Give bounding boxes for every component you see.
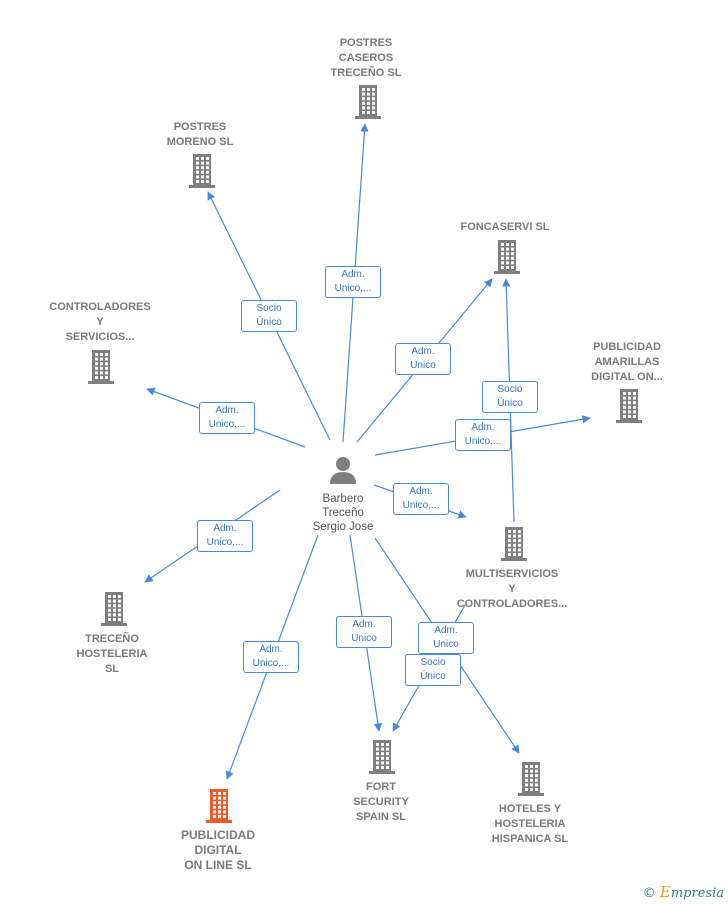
edge-label-center-to-publicidad-amarillas[interactable]: Adm. Unico,... [455,419,511,451]
brand-footer: © Empresia [643,883,724,901]
edge-label-center-to-fort-security[interactable]: Adm. Unico [336,616,392,648]
building-icon-controladores-servicios[interactable] [88,350,114,384]
building-icon-publicidad-digital[interactable] [206,789,232,823]
node-label-foncaservi[interactable]: FONCASERVI SL [460,221,550,233]
edge-label-multiservicios-to-foncaservi[interactable]: Socio Único [482,381,538,413]
edge-label-center-to-controladores-servicios[interactable]: Adm. Unico,... [199,402,255,434]
edge-label-center-to-publicidad-digital[interactable]: Adm. Unico,... [243,641,299,673]
node-label-publicidad-amarillas[interactable]: PUBLICIDAD AMARILLAS DIGITAL ON... [591,341,663,383]
icons-layer [88,85,642,823]
brand-initial: E [659,883,671,901]
building-icon-hoteles-hosteleria[interactable] [518,762,544,796]
edge-label-center-to-postres-caseros[interactable]: Adm. Unico,... [325,266,381,298]
edge-label-center-to-treceno-hosteleria[interactable]: Adm. Unico,... [197,520,253,552]
edge-label-center-to-multiservicios[interactable]: Adm. Unico,... [393,483,449,515]
edge-label-multiservicios-to-fort-security[interactable]: Socio Único [405,654,461,686]
building-icon-treceno-hosteleria[interactable] [101,592,127,626]
node-label-controladores-servicios[interactable]: CONTROLADORES Y SERVICIOS... [49,301,151,343]
building-icon-multiservicios[interactable] [501,527,527,561]
edge-label-center-to-postres-moreno[interactable]: Socio Único [241,300,297,332]
person-label[interactable]: Barbero Treceño Sergio Jose [312,493,374,533]
node-label-hoteles-hosteleria[interactable]: HOTELES Y HOSTELERIA HISPANICA SL [491,803,569,845]
edge-label-center-to-hoteles-hosteleria[interactable]: Adm. Unico [418,622,474,654]
building-icon-foncaservi[interactable] [494,240,520,274]
node-label-publicidad-digital[interactable]: PUBLICIDAD DIGITAL ON LINE SL [181,828,255,872]
building-icon-postres-caseros[interactable] [355,85,381,119]
node-label-postres-moreno[interactable]: POSTRES MORENO SL [166,121,234,148]
node-label-postres-caseros[interactable]: POSTRES CASEROS TRECEÑO SL [330,37,402,79]
brand-name: mpresia [670,886,724,901]
edge-label-center-to-foncaservi[interactable]: Adm. Unico [395,343,451,375]
copyright-symbol: © [642,886,656,901]
building-icon-publicidad-amarillas[interactable] [616,389,642,423]
node-label-treceno-hosteleria[interactable]: TRECEÑO HOSTELERIA SL [76,633,148,675]
building-icon-postres-moreno[interactable] [189,154,215,188]
person-icon[interactable] [330,457,356,484]
node-label-fort-security[interactable]: FORT SECURITY SPAIN SL [353,781,409,823]
node-label-multiservicios[interactable]: MULTISERVICIOS Y CONTROLADORES... [456,568,568,610]
building-icon-fort-security[interactable] [369,740,395,774]
